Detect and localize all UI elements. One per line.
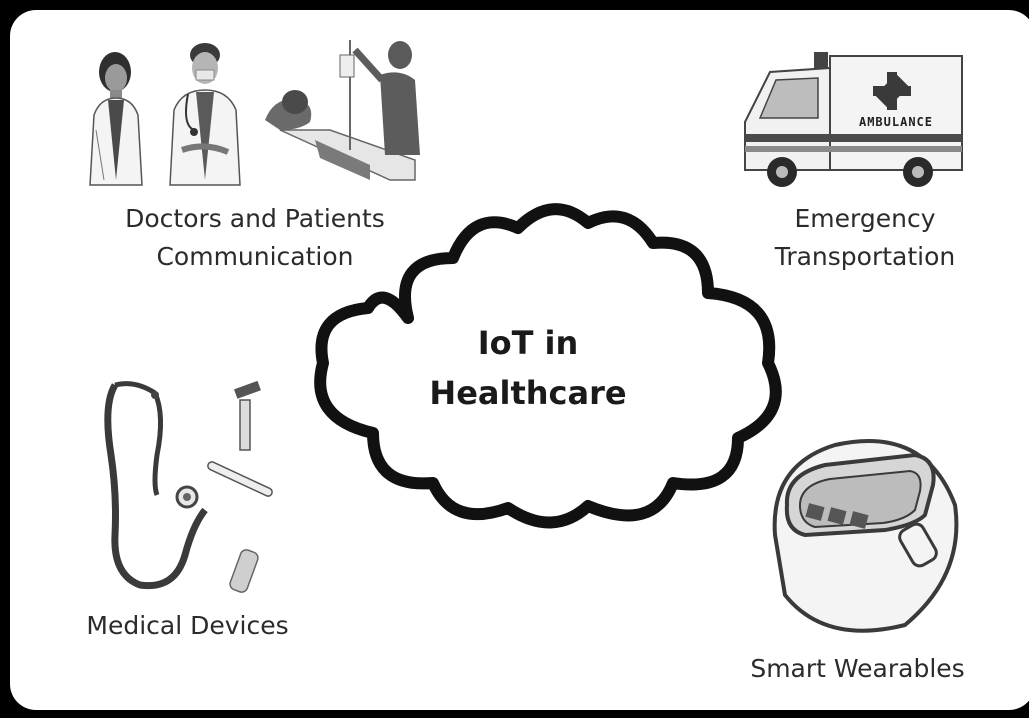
doctors-patients-label: Doctors and Patients Communication bbox=[95, 200, 415, 276]
devices-label-line1: Medical Devices bbox=[86, 611, 289, 640]
stethoscope-icon bbox=[104, 381, 208, 590]
emergency-label-line2: Transportation bbox=[774, 242, 956, 271]
doctors-patients-illustration bbox=[89, 40, 420, 186]
female-doctor-icon bbox=[89, 52, 143, 186]
patient-nurse-icon bbox=[265, 40, 420, 181]
medical-devices-illustration bbox=[104, 380, 273, 593]
central-title-line2: Healthcare bbox=[429, 374, 627, 412]
bandage-icon bbox=[229, 549, 259, 593]
medical-cross-icon bbox=[873, 72, 911, 110]
emergency-label-line1: Emergency bbox=[794, 204, 936, 233]
central-title: IoT in Healthcare bbox=[398, 318, 658, 418]
smart-wearables-label: Smart Wearables bbox=[725, 650, 990, 688]
central-title-line1: IoT in bbox=[477, 324, 579, 362]
ambulance-text: AMBULANCE bbox=[859, 115, 933, 129]
thermometer-icon bbox=[207, 461, 273, 497]
doctors-label-line1: Doctors and Patients bbox=[125, 204, 385, 233]
ambulance-illustration: AMBULANCE bbox=[744, 52, 963, 187]
male-doctor-icon bbox=[169, 43, 241, 186]
otoscope-icon bbox=[234, 380, 261, 451]
wearables-label-line1: Smart Wearables bbox=[750, 654, 965, 683]
emergency-transport-label: Emergency Transportation bbox=[750, 200, 980, 276]
central-cloud-shape bbox=[314, 203, 782, 529]
medical-devices-label: Medical Devices bbox=[60, 607, 315, 645]
smartwatch-illustration bbox=[772, 439, 959, 633]
doctors-label-line2: Communication bbox=[156, 242, 354, 271]
